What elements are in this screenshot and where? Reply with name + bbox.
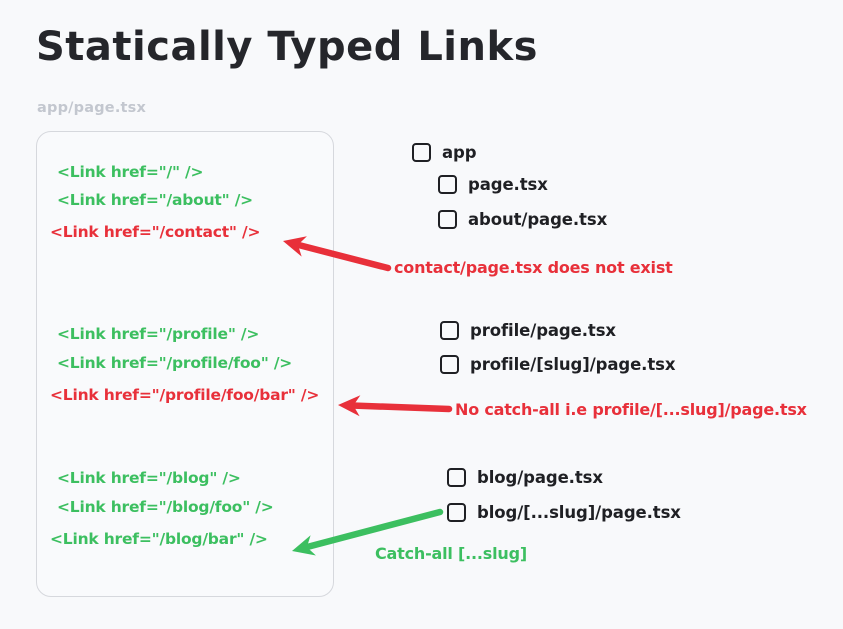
- code-panel-caption: app/page.tsx: [37, 100, 147, 116]
- tree-item-label: profile/page.tsx: [470, 321, 616, 340]
- annotation-text: contact/page.tsx does not exist: [394, 258, 673, 277]
- tree-item-label: app: [442, 143, 477, 162]
- tree-item[interactable]: blog/page.tsx: [447, 468, 603, 487]
- file-box-icon: [447, 503, 466, 522]
- tree-item-label: about/page.tsx: [468, 210, 608, 229]
- file-box-icon: [447, 468, 466, 487]
- arrow-profile-invalid: [338, 395, 453, 417]
- page-title: Statically Typed Links: [36, 24, 538, 70]
- tree-item-label: profile/[slug]/page.tsx: [470, 355, 676, 374]
- annotation-text: Catch-all [...slug]: [375, 544, 527, 563]
- code-panel: <Link href="/" /> <Link href="/about" /> <…: [36, 131, 334, 597]
- file-box-icon: [440, 355, 459, 374]
- arrow-shaft: [351, 402, 453, 413]
- tree-item[interactable]: app: [412, 143, 477, 162]
- code-line: <Link href="/blog/foo" />: [57, 498, 274, 516]
- tree-item[interactable]: blog/[...slug]/page.tsx: [447, 503, 681, 522]
- code-line: <Link href="/blog" />: [57, 469, 241, 487]
- code-line: <Link href="/profile/foo/bar" />: [50, 386, 320, 404]
- tree-item[interactable]: about/page.tsx: [438, 210, 607, 229]
- annotation-text: No catch-all i.e profile/[...slug]/page.…: [455, 400, 807, 419]
- tree-item[interactable]: profile/[slug]/page.tsx: [440, 355, 676, 374]
- arrow-head: [338, 395, 361, 417]
- tree-item-label: blog/[...slug]/page.tsx: [477, 503, 681, 522]
- file-box-icon: [412, 143, 431, 162]
- file-box-icon: [438, 210, 457, 229]
- file-box-icon: [440, 321, 459, 340]
- code-line: <Link href="/profile" />: [57, 325, 260, 343]
- code-line-list: <Link href="/" /> <Link href="/about" /> <…: [37, 132, 333, 596]
- tree-item-label: blog/page.tsx: [477, 468, 603, 487]
- tree-item-label: page.tsx: [468, 175, 548, 194]
- code-line: <Link href="/blog/bar" />: [50, 530, 268, 548]
- code-line: <Link href="/" />: [57, 163, 204, 181]
- code-line: <Link href="/about" />: [57, 191, 253, 209]
- tree-item[interactable]: profile/page.tsx: [440, 321, 616, 340]
- tree-item[interactable]: page.tsx: [438, 175, 548, 194]
- code-line: <Link href="/contact" />: [50, 223, 261, 241]
- file-box-icon: [438, 175, 457, 194]
- code-line: <Link href="/profile/foo" />: [57, 354, 293, 372]
